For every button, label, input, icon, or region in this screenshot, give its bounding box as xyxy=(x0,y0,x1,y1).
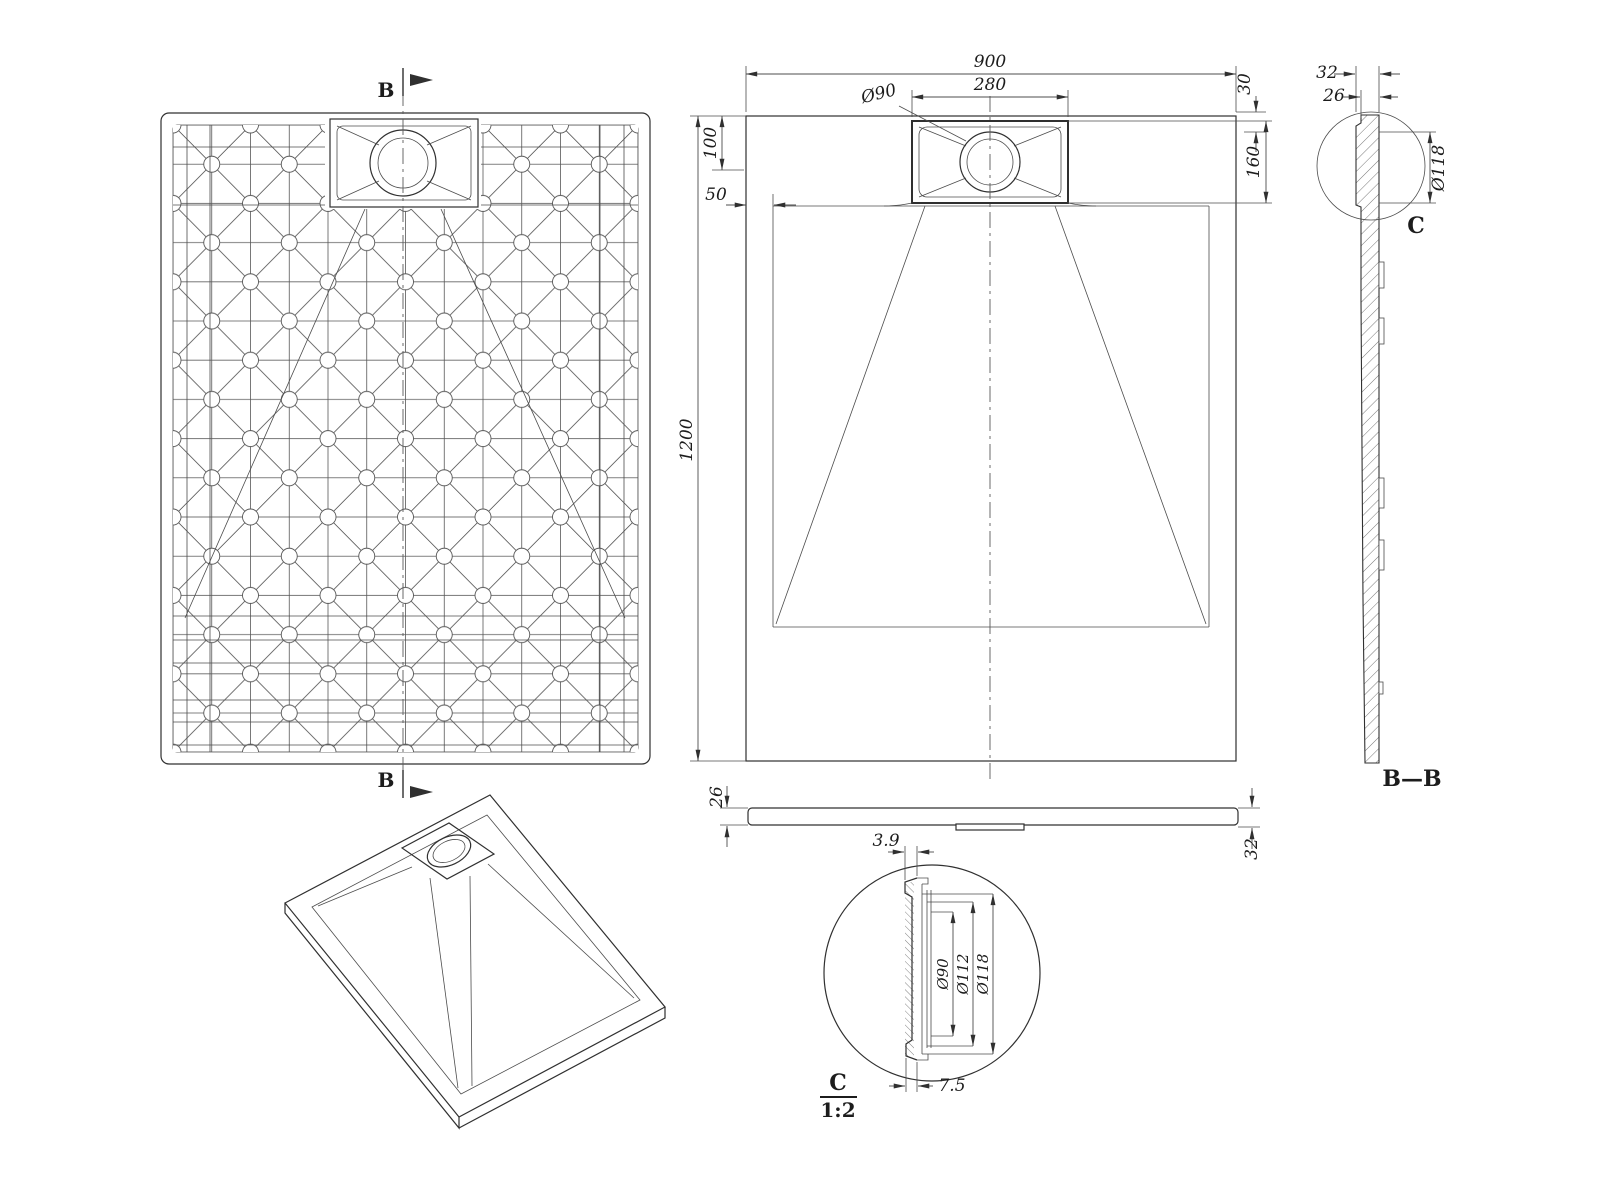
dim-32: 32 xyxy=(1316,63,1400,112)
dim-label: 30 xyxy=(1235,73,1255,95)
plan-view: 900 280 Ø90 30 160 100 xyxy=(677,52,1272,782)
dim-label: 50 xyxy=(705,185,727,205)
iso-drain xyxy=(400,822,496,880)
flange-profile xyxy=(904,877,918,1061)
dim-900: 900 xyxy=(745,52,1237,112)
floor-outline xyxy=(772,205,1210,628)
dim-160: 160 xyxy=(1068,120,1272,204)
detail-title: C 1:2 xyxy=(820,1070,857,1122)
dim-label: 100 xyxy=(701,127,721,160)
dim-label: 7.5 xyxy=(938,1076,965,1096)
dim-50: 50 xyxy=(705,185,796,208)
dim-label: 3.9 xyxy=(872,831,899,851)
dim-7-5: 7.5 xyxy=(889,1058,966,1096)
dim-label: Ø118 xyxy=(974,954,992,996)
side-view: 32 26 Ø118 C B—B xyxy=(1316,63,1449,792)
dim-label: 32 xyxy=(1316,63,1338,83)
profile-outline xyxy=(1355,114,1380,764)
dim-label: Ø90 xyxy=(858,80,898,108)
detail-label-c: C xyxy=(1407,213,1425,239)
section-label-b-top: B xyxy=(378,78,395,102)
detail-title-letter: C xyxy=(829,1070,847,1096)
bottom-view: B B xyxy=(160,68,651,798)
dim-label: Ø118 xyxy=(1429,145,1449,193)
iso-outer xyxy=(284,794,666,1118)
iso-slope-lines xyxy=(317,863,635,1089)
dim-3-9: 3.9 xyxy=(872,831,934,880)
iso-floor xyxy=(311,814,641,1095)
dim-label: 1200 xyxy=(677,418,697,461)
dim-100: 100 xyxy=(701,115,744,171)
dim-dia90: Ø90 xyxy=(931,911,956,1037)
section-mark-b-bottom: B xyxy=(378,768,433,798)
tray-outline xyxy=(745,115,1237,762)
section-arrow-icon xyxy=(410,786,433,798)
dim-32: 32 xyxy=(1238,788,1262,860)
detail-circle xyxy=(823,864,1041,1082)
dim-label: 26 xyxy=(1322,86,1345,106)
dim-label: 900 xyxy=(974,52,1007,72)
dim-label: 32 xyxy=(1242,838,1262,860)
edge-view: 26 32 xyxy=(707,786,1262,860)
dim-dia118: Ø118 xyxy=(1379,131,1449,204)
dim-label: Ø112 xyxy=(954,954,972,996)
iso-thickness xyxy=(284,903,666,1130)
dim-30: 30 xyxy=(1235,73,1266,152)
dim-label: 280 xyxy=(973,75,1007,95)
dim-26: 26 xyxy=(1322,86,1398,118)
dim-label: Ø90 xyxy=(934,958,952,991)
dim-label: 26 xyxy=(707,786,727,809)
dim-dia118: Ø118 xyxy=(922,893,996,1055)
slope-lines xyxy=(775,205,1207,625)
detail-callout-circle xyxy=(1316,111,1426,221)
drain-boss xyxy=(955,823,1025,831)
dim-1200: 1200 xyxy=(677,115,746,762)
detail-c-view: 3.9 Ø90 Ø112 Ø118 7.5 C 1:2 xyxy=(820,831,1041,1122)
dim-26: 26 xyxy=(707,786,748,847)
section-label-b-bottom: B xyxy=(378,768,395,792)
isometric-view xyxy=(284,794,666,1130)
section-arrow-icon xyxy=(410,74,433,86)
rib-lattice xyxy=(173,125,638,752)
detail-title-scale: 1:2 xyxy=(820,1098,855,1122)
slope-lines xyxy=(184,208,626,619)
section-mark-b-top: B xyxy=(378,68,433,102)
dim-label: 160 xyxy=(1244,146,1264,179)
dim-dia112: Ø112 xyxy=(927,901,976,1047)
section-label-bb: B—B xyxy=(1382,766,1441,792)
